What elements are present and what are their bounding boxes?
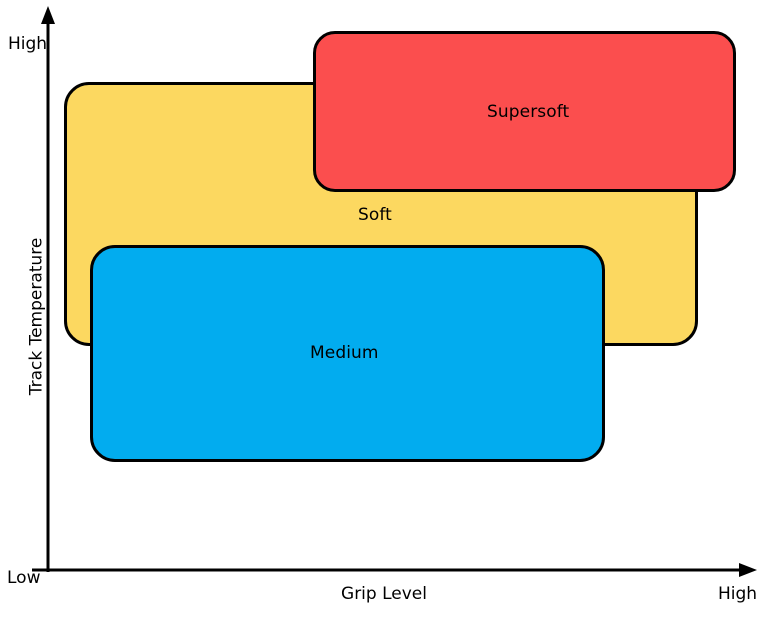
x-axis-high-label: High xyxy=(718,584,758,604)
x-axis xyxy=(32,563,757,577)
region-supersoft[interactable] xyxy=(313,31,736,192)
region-label-medium: Medium xyxy=(310,343,379,363)
y-axis-high-label: High xyxy=(8,34,48,54)
region-label-supersoft: Supersoft xyxy=(487,102,570,122)
y-axis-title: Track Temperature xyxy=(26,237,47,396)
region-medium[interactable] xyxy=(90,245,605,462)
y-axis-low-label: Low xyxy=(7,568,41,588)
x-axis-title: Grip Level xyxy=(341,584,427,604)
region-label-soft: Soft xyxy=(358,205,392,225)
